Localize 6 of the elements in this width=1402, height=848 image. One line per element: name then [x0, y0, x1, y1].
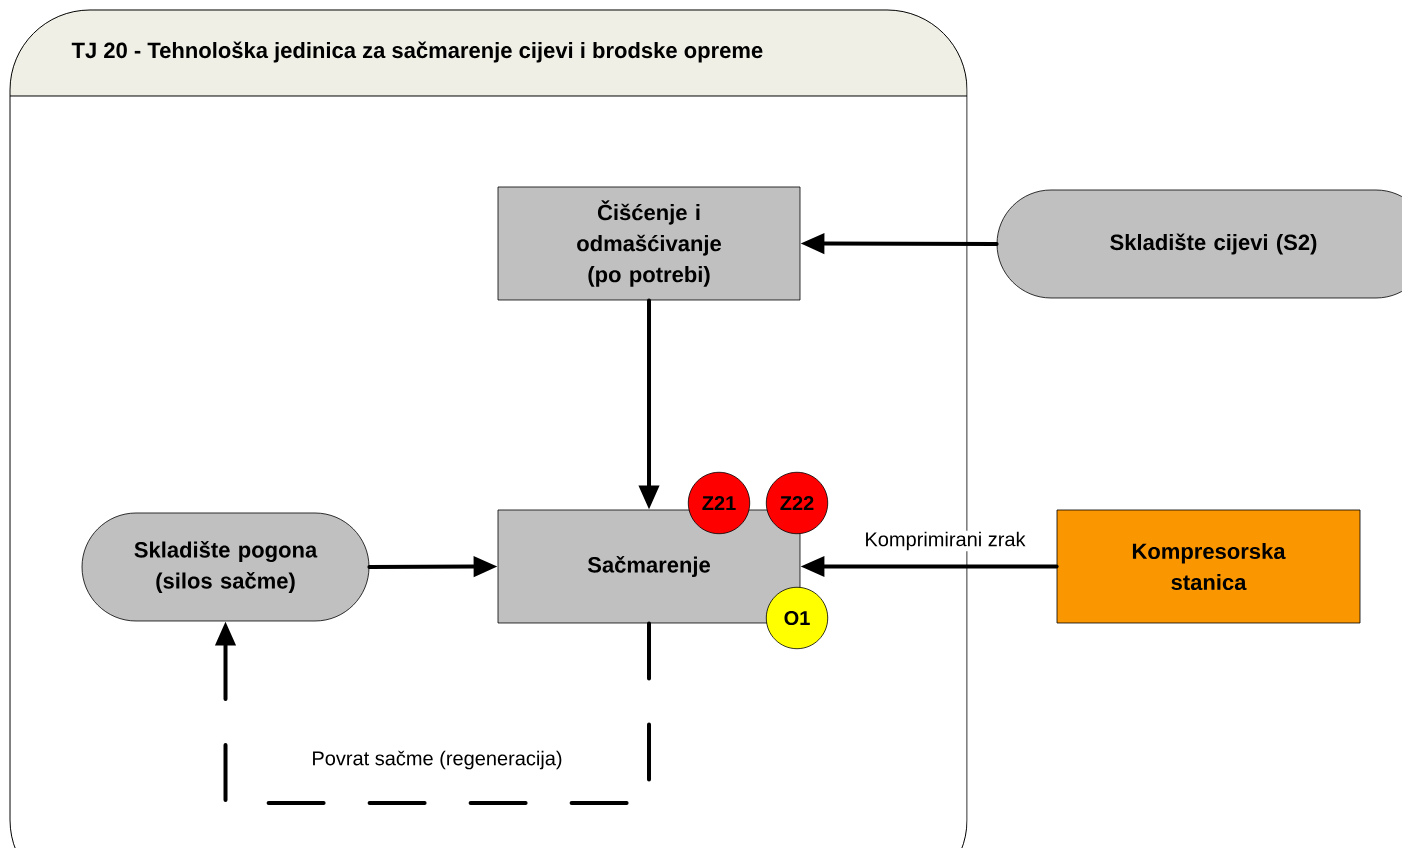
- process-box: Kompresorska stanica: [1056, 509, 1361, 624]
- edge-label: Komprimirani zrak: [863, 530, 1027, 552]
- edge-label: Povrat sačme (regeneracija): [310, 749, 564, 771]
- process-box: Čišćenje i odmašćivanje (po potrebi): [497, 186, 801, 301]
- storage-terminal: Skladište pogona (silos sačme): [81, 512, 370, 622]
- storage-terminal: Skladište cijevi (S2): [996, 189, 1402, 299]
